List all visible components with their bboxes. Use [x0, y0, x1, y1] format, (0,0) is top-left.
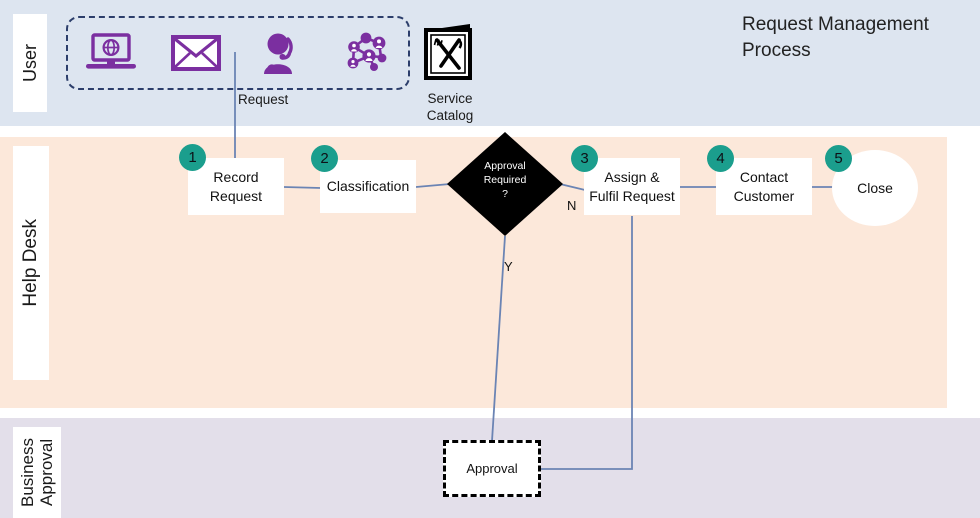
request-flow-label: Request: [238, 92, 289, 107]
swimlane-label-help-desk: Help Desk: [13, 146, 49, 380]
service-catalog-menu-icon[interactable]: [420, 22, 478, 82]
swimlane-label-user: User: [13, 14, 47, 112]
step-badge-3: 3: [571, 145, 598, 172]
social-network-icon[interactable]: [337, 28, 395, 78]
swimlane-user: [0, 0, 980, 126]
node-approval-required-decision[interactable]: [447, 132, 563, 236]
edge-label-yes: Y: [504, 259, 513, 274]
step-badge-5: 5: [825, 145, 852, 172]
node-classification-label: Classification: [326, 178, 410, 195]
edge-label-no: N: [567, 198, 577, 213]
swimlane-label-user-text: User: [19, 43, 40, 82]
node-close-label: Close: [857, 180, 893, 196]
step-badge-1: 1: [179, 144, 206, 171]
laptop-web-icon[interactable]: [82, 28, 140, 78]
node-assign-fulfil-request[interactable]: Assign &Fulfil Request: [584, 158, 680, 215]
step-badge-4: 4: [707, 145, 734, 172]
email-envelope-icon[interactable]: [167, 28, 225, 78]
diagram-title: Request Management Process: [742, 14, 929, 61]
node-approval[interactable]: Approval: [443, 440, 541, 497]
request-channels-group: [66, 16, 410, 90]
node-assign-fulfil-request-label: Assign &Fulfil Request: [589, 169, 675, 204]
step-badge-2: 2: [311, 145, 338, 172]
node-approval-label: Approval: [466, 461, 518, 476]
phone-agent-icon[interactable]: [252, 28, 310, 78]
swimlane-label-help-desk-text: Help Desk: [20, 219, 42, 307]
node-classification[interactable]: Classification: [320, 160, 416, 213]
